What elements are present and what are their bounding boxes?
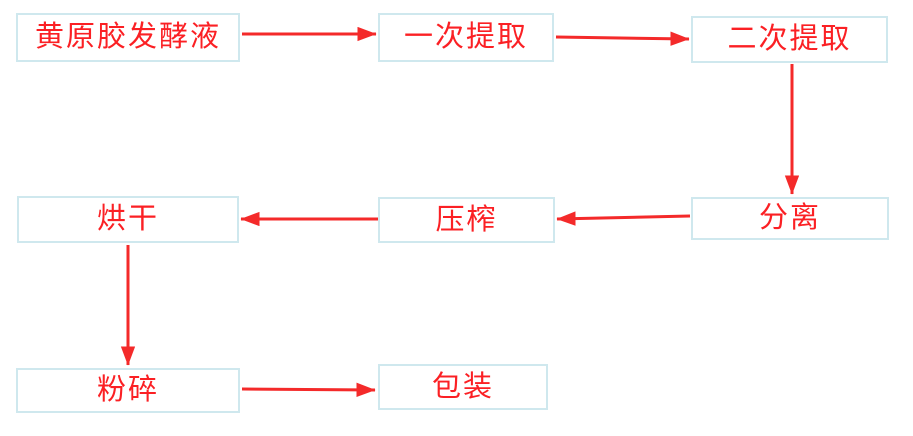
node-drying: 烘干 xyxy=(17,196,239,243)
node-second-extraction: 二次提取 xyxy=(691,16,888,63)
node-fermentation: 黄原胶发酵液 xyxy=(16,13,240,62)
arrow-first-extraction-to-second-extraction xyxy=(555,31,690,46)
node-pressing: 压榨 xyxy=(378,197,555,243)
node-packaging: 包装 xyxy=(378,364,548,410)
arrow-separation-to-pressing xyxy=(556,211,691,226)
node-crushing: 粉碎 xyxy=(16,368,240,413)
node-separation: 分离 xyxy=(691,197,889,240)
arrow-crushing-to-packaging xyxy=(241,382,376,398)
node-first-extraction: 一次提取 xyxy=(378,13,554,62)
